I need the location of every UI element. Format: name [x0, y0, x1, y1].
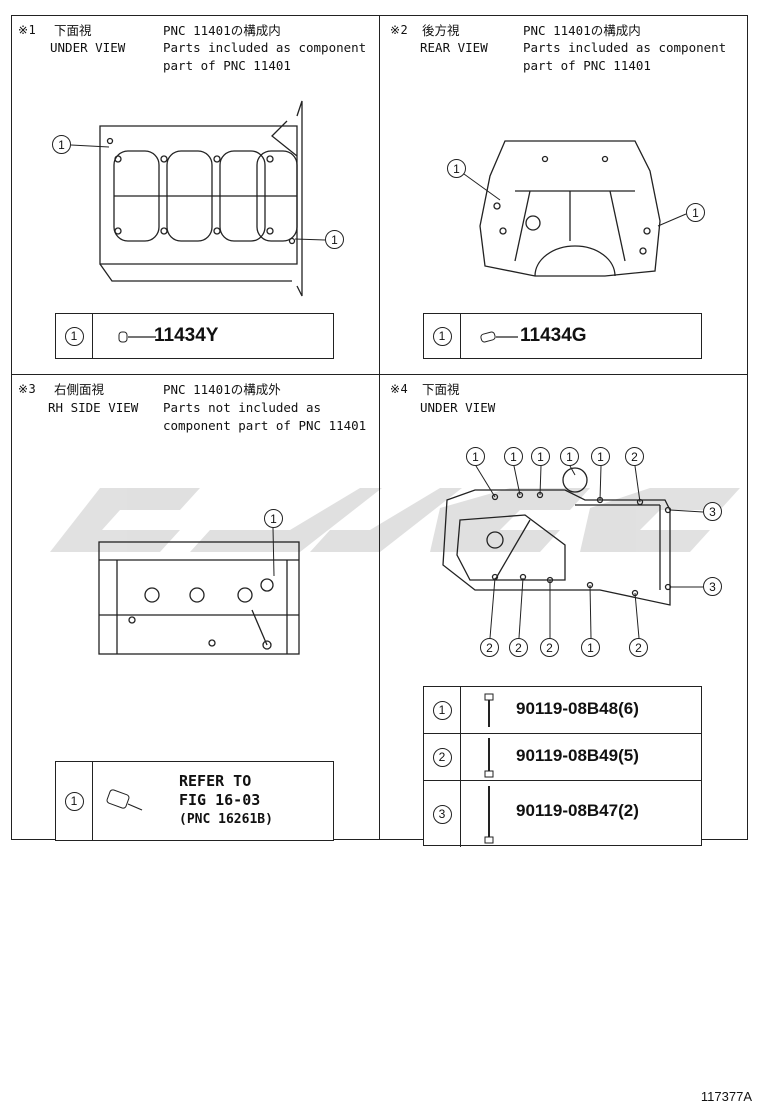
callout-1: 1: [466, 447, 485, 466]
callout-1: 1: [52, 135, 71, 154]
part-number[interactable]: 90119-08B47(2): [516, 801, 639, 820]
refer-line-1: REFER TO: [179, 772, 252, 790]
sensor-icon: [106, 789, 143, 811]
legend-num-cell: 2: [424, 734, 461, 780]
panel-title-en: UNDER VIEW: [50, 40, 126, 55]
callout-2: 2: [540, 638, 559, 657]
leader-line: [294, 238, 326, 241]
parts-legend: 1 90119-08B48(6) 2 90119-08B49(5) 3 9011…: [423, 686, 702, 847]
legend-row: 2 90119-08B49(5): [424, 734, 701, 781]
panel-under-view-1: ※1 下面視 UNDER VIEW PNC 11401の構成内 Parts in…: [12, 16, 379, 374]
panel-title-en: RH SIDE VIEW: [48, 400, 139, 415]
panel-title-en: REAR VIEW: [420, 40, 488, 55]
legend-row: 1 90119-08B48(6): [424, 687, 701, 734]
leader-line: [463, 173, 501, 201]
engine-block-side-view-drawing: [98, 541, 300, 655]
panel-mark: ※2: [390, 23, 409, 37]
callout-1: 1: [264, 509, 283, 528]
callout-2: 2: [625, 447, 644, 466]
panel-note-jp: PNC 11401の構成外: [163, 382, 281, 397]
legend-num-cell: 1: [424, 687, 461, 733]
callout-1: 1: [560, 447, 579, 466]
engine-block-under-view-drawing: [99, 100, 303, 297]
panel-divider-horizontal: [12, 374, 747, 375]
legend-ref-number: 1: [432, 326, 452, 346]
legend-num-cell: 1: [424, 314, 461, 358]
callout-1: 1: [591, 447, 610, 466]
leader-line: [70, 144, 110, 148]
panel-mark: ※1: [18, 23, 37, 37]
callout-3: 3: [703, 502, 722, 521]
refer-figure-link[interactable]: FIG 16-03: [179, 791, 261, 809]
callout-1: 1: [581, 638, 600, 657]
callout-2: 2: [480, 638, 499, 657]
legend-num-cell: 3: [424, 781, 461, 847]
panel-rh-side-view: ※3 右側面視 RH SIDE VIEW PNC 11401の構成外 Parts…: [12, 375, 379, 841]
pin-icon: [480, 331, 518, 343]
legend-num-cell: 1: [56, 762, 93, 840]
parts-legend: 1 11434Y: [55, 313, 334, 359]
bolt-icon: [484, 786, 494, 844]
leader-line: [272, 527, 275, 577]
panel-mark: ※4: [390, 382, 409, 396]
part-number[interactable]: 11434Y: [154, 325, 219, 346]
panel-title-jp: 右側面視: [54, 382, 105, 397]
bolt-icon: [484, 738, 494, 778]
callout-1: 1: [325, 230, 344, 249]
legend-num-cell: 1: [56, 314, 93, 358]
callout-1: 1: [504, 447, 523, 466]
panel-title-jp: 下面視: [54, 23, 92, 38]
legend-ref-number: 1: [432, 700, 452, 720]
callout-2: 2: [509, 638, 528, 657]
callout-1: 1: [447, 159, 466, 178]
callout-1: 1: [686, 203, 705, 222]
parts-legend: 1 REFER TO FIG 16-03 (PNC 16261B): [55, 761, 334, 841]
parts-diagram-sheet: ※1 下面視 UNDER VIEW PNC 11401の構成内 Parts in…: [11, 15, 749, 847]
legend-row: 3 90119-08B47(2): [424, 781, 701, 847]
panel-mark: ※3: [18, 382, 37, 396]
panel-title-jp: 下面視: [422, 382, 460, 397]
figure-id: 117377A: [700, 1089, 752, 1104]
pin-icon: [118, 331, 156, 343]
legend-ref-number: 3: [432, 804, 452, 824]
part-number[interactable]: 90119-08B49(5): [516, 746, 639, 765]
engine-block-rear-view-drawing: [479, 140, 661, 277]
panel-note-en: Parts included as component part of PNC …: [163, 40, 367, 73]
panel-note-jp: PNC 11401の構成内: [523, 23, 641, 38]
parts-legend: 1 11434G: [423, 313, 702, 359]
panel-under-view-4: ※4 下面視 UNDER VIEW 1 1 1 1: [380, 375, 749, 847]
leader-line: [657, 213, 687, 227]
part-number[interactable]: 90119-08B48(6): [516, 699, 639, 718]
callout-3: 3: [703, 577, 722, 596]
panel-note-jp: PNC 11401の構成内: [163, 23, 281, 38]
callout-1: 1: [531, 447, 550, 466]
callout-2: 2: [629, 638, 648, 657]
bolt-icon: [484, 693, 494, 727]
leader-lines: [475, 465, 704, 639]
part-number[interactable]: 11434G: [520, 325, 587, 346]
panel-divider-vertical: [379, 16, 380, 839]
legend-ref-number: 2: [432, 747, 452, 767]
panel-rear-view: ※2 後方視 REAR VIEW PNC 11401の構成内 Parts inc…: [380, 16, 749, 374]
panel-note-en: Parts not included as component part of …: [163, 400, 367, 433]
panel-title-jp: 後方視: [422, 23, 460, 38]
refer-pnc: (PNC 16261B): [179, 812, 273, 827]
panel-title-en: UNDER VIEW: [420, 400, 496, 415]
legend-ref-number: 1: [64, 326, 84, 346]
legend-ref-number: 1: [64, 791, 84, 811]
panel-note-en: Parts included as component part of PNC …: [523, 40, 727, 73]
